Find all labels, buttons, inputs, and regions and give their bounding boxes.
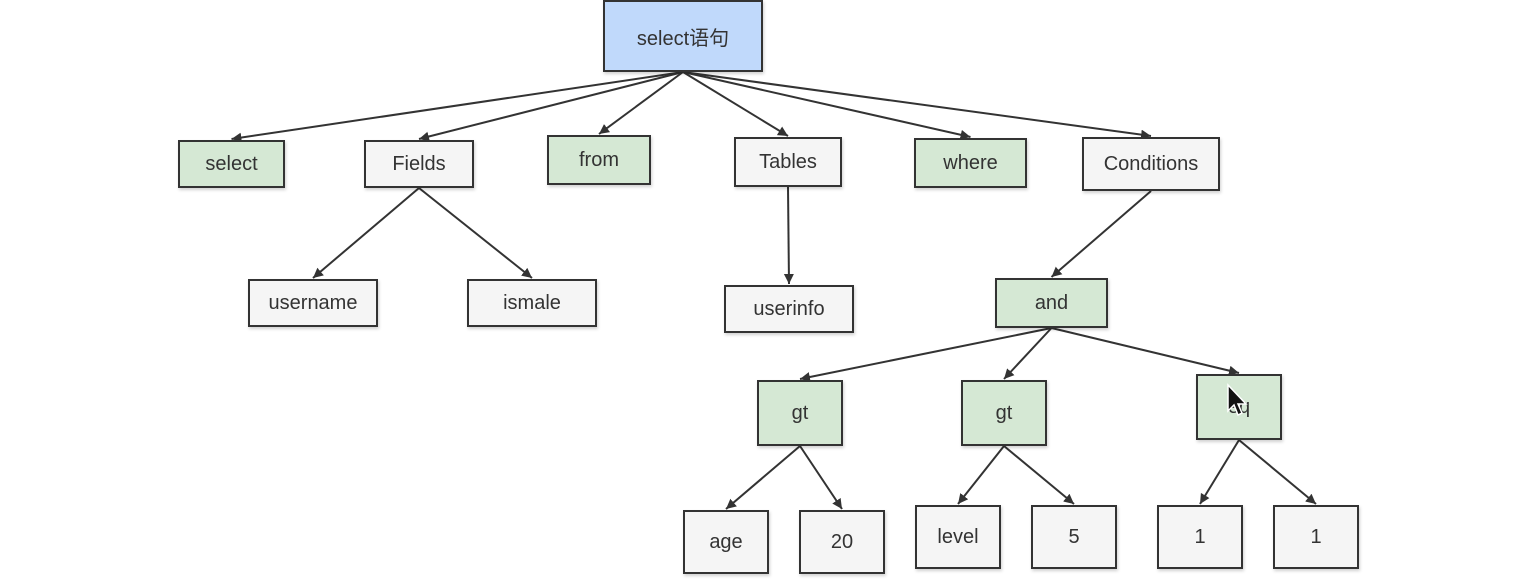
node-5[interactable]: 5 bbox=[1031, 505, 1117, 569]
edge-gt2-to-v5 bbox=[1003, 445, 1075, 505]
node-1-right[interactable]: 1 bbox=[1273, 505, 1359, 569]
edge-root-to-where bbox=[682, 71, 971, 140]
edge-root-to-conditions bbox=[682, 71, 1152, 140]
node-age[interactable]: age bbox=[683, 510, 769, 574]
edge-and-to-gt1 bbox=[799, 327, 1052, 382]
node-from[interactable]: from bbox=[547, 135, 651, 185]
node-select-statement[interactable]: select语句 bbox=[603, 0, 763, 72]
node-select[interactable]: select bbox=[178, 140, 285, 188]
node-1-left[interactable]: 1 bbox=[1157, 505, 1243, 569]
mouse-pointer-icon bbox=[1227, 383, 1248, 417]
edge-and-to-eq bbox=[1051, 327, 1240, 376]
edge-root-to-fields bbox=[418, 71, 684, 142]
node-gt-age[interactable]: gt bbox=[757, 380, 843, 446]
edge-and-to-gt2 bbox=[1003, 327, 1053, 380]
edge-fields-to-username bbox=[312, 187, 420, 279]
node-fields[interactable]: Fields bbox=[364, 140, 474, 188]
node-where[interactable]: where bbox=[914, 138, 1027, 188]
edge-eq-to-one_a bbox=[1199, 439, 1240, 505]
node-level[interactable]: level bbox=[915, 505, 1001, 569]
edge-tables-to-userinfo bbox=[783, 186, 794, 285]
edge-gt1-to-v20 bbox=[799, 445, 843, 510]
edge-eq-to-one_b bbox=[1238, 439, 1317, 505]
edge-fields-to-ismale bbox=[418, 187, 533, 279]
edge-conditions-to-and bbox=[1050, 190, 1152, 278]
edge-root-to-from bbox=[598, 71, 684, 135]
edge-gt1-to-age bbox=[725, 445, 801, 510]
node-username[interactable]: username bbox=[248, 279, 378, 327]
edge-root-to-tables bbox=[682, 71, 789, 137]
node-gt-level[interactable]: gt bbox=[961, 380, 1047, 446]
node-tables[interactable]: Tables bbox=[734, 137, 842, 187]
edge-root-to-select bbox=[231, 71, 684, 143]
node-and[interactable]: and bbox=[995, 278, 1108, 328]
node-20[interactable]: 20 bbox=[799, 510, 885, 574]
node-ismale[interactable]: ismale bbox=[467, 279, 597, 327]
node-conditions[interactable]: Conditions bbox=[1082, 137, 1220, 191]
node-userinfo[interactable]: userinfo bbox=[724, 285, 854, 333]
edge-gt2-to-level bbox=[957, 445, 1005, 505]
